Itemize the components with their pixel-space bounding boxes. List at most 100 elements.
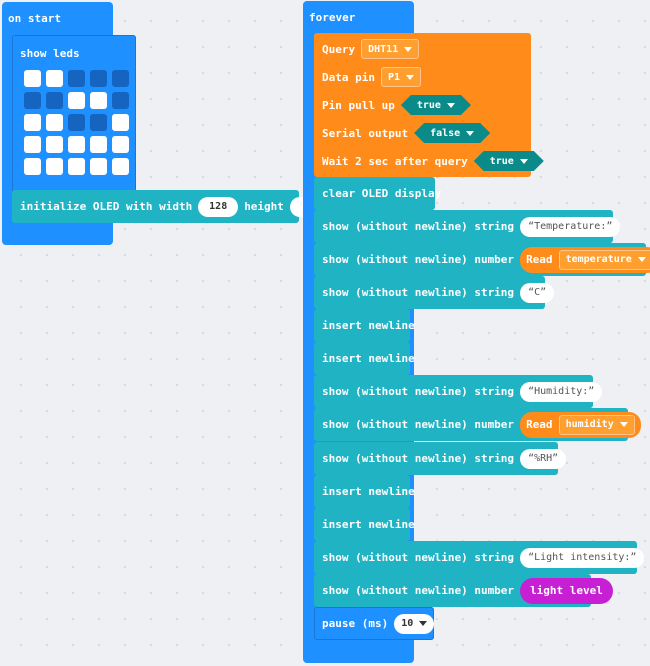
led-cell[interactable]: [112, 136, 129, 153]
led-cell[interactable]: [24, 114, 41, 131]
insert-newline-block[interactable]: insert newline: [314, 309, 415, 342]
led-cell[interactable]: [112, 92, 129, 109]
clear-oled-block[interactable]: clear OLED display: [314, 177, 441, 210]
show-leds-block[interactable]: show leds: [12, 35, 136, 192]
light-level-reporter[interactable]: light level: [520, 577, 613, 604]
show-number-light-block[interactable]: show (without newline) number light leve…: [314, 574, 613, 607]
serial-output-dropdown[interactable]: false: [414, 123, 490, 143]
initialize-oled-block[interactable]: initialize OLED with width 128 height 64: [12, 190, 330, 223]
chevron-down-icon: [419, 621, 428, 626]
led-cell[interactable]: [46, 92, 63, 109]
show-string-label: show (without newline) string: [322, 220, 515, 233]
insert-newline-label: insert newline: [322, 319, 415, 332]
string-rh-input[interactable]: “ %RH”: [520, 448, 567, 469]
string-light-input[interactable]: “Light intensity: ”: [520, 547, 645, 568]
led-cell[interactable]: [46, 70, 63, 87]
temperature-dropdown[interactable]: temperature: [558, 249, 650, 270]
temperature-option: temperature: [565, 254, 632, 265]
data-pin-dropdown[interactable]: P1: [380, 67, 422, 87]
show-string-light-block[interactable]: show (without newline) string “Light int…: [314, 541, 645, 574]
chevron-down-icon: [466, 131, 474, 136]
query-sensor-value: DHT11: [368, 43, 399, 55]
string-c-input[interactable]: “ C”: [520, 282, 555, 303]
insert-newline-block[interactable]: insert newline: [314, 508, 415, 541]
pause-dropdown[interactable]: 10: [394, 613, 435, 634]
string-humidity-input[interactable]: “Humidity: ”: [520, 381, 603, 402]
string-temperature-input[interactable]: “Temperature: ”: [520, 216, 621, 237]
led-cell[interactable]: [112, 158, 129, 175]
dht-query-block[interactable]: Query DHT11 Data pin P1 Pin pull up true…: [314, 33, 531, 177]
insert-newline-label: insert newline: [322, 518, 415, 531]
led-cell[interactable]: [46, 158, 63, 175]
string-rh-value: %RH: [534, 453, 553, 464]
insert-newline-block[interactable]: insert newline: [314, 475, 415, 508]
read-humidity-reporter[interactable]: Read humidity: [520, 411, 641, 438]
serial-output-value: false: [430, 127, 461, 139]
query-label: Query: [322, 42, 356, 56]
show-number-label: show (without newline) number: [322, 584, 515, 597]
show-string-label: show (without newline) string: [322, 452, 515, 465]
string-humidity-value: Humidity:: [534, 386, 589, 397]
light-level-label: light level: [530, 584, 603, 597]
wait-row: Wait 2 sec after query true: [314, 147, 544, 175]
led-cell[interactable]: [90, 114, 107, 131]
query-row: Query DHT11: [314, 35, 420, 63]
pause-value: 10: [401, 618, 414, 629]
led-grid[interactable]: [24, 70, 134, 180]
led-cell[interactable]: [46, 114, 63, 131]
chevron-down-icon: [447, 103, 455, 108]
led-cell[interactable]: [68, 92, 85, 109]
led-cell[interactable]: [112, 70, 129, 87]
show-string-rh-block[interactable]: show (without newline) string “ %RH”: [314, 442, 567, 475]
led-cell[interactable]: [68, 114, 85, 131]
led-cell[interactable]: [24, 92, 41, 109]
chevron-down-icon: [520, 159, 528, 164]
read-label: Read: [526, 253, 553, 266]
humidity-dropdown[interactable]: humidity: [558, 414, 635, 435]
insert-newline-label: insert newline: [322, 485, 415, 498]
read-label: Read: [526, 418, 553, 431]
data-pin-value: P1: [387, 71, 401, 83]
pull-up-dropdown[interactable]: true: [401, 95, 471, 115]
chevron-down-icon: [406, 74, 415, 80]
chevron-down-icon: [619, 422, 628, 427]
show-string-c-block[interactable]: show (without newline) string “ C”: [314, 276, 555, 309]
show-number-humidity-block[interactable]: show (without newline) number Read humid…: [314, 408, 641, 441]
wait-label: Wait 2 sec after query: [322, 154, 468, 168]
pause-block[interactable]: pause (ms) 10: [314, 607, 435, 640]
serial-output-row: Serial output false: [314, 119, 490, 147]
read-temperature-reporter[interactable]: Read temperature: [520, 246, 650, 273]
insert-newline-label: insert newline: [322, 352, 415, 365]
wait-value: true: [489, 155, 514, 167]
query-sensor-dropdown[interactable]: DHT11: [361, 39, 420, 59]
led-cell[interactable]: [90, 92, 107, 109]
led-cell[interactable]: [90, 158, 107, 175]
oled-height-label: height: [244, 200, 284, 213]
on-start-title: on start: [8, 12, 61, 25]
led-cell[interactable]: [90, 70, 107, 87]
string-c-value: C: [534, 287, 541, 298]
led-cell[interactable]: [68, 70, 85, 87]
humidity-option: humidity: [565, 419, 614, 430]
show-string-humidity-block[interactable]: show (without newline) string “Humidity:…: [314, 375, 603, 408]
led-cell[interactable]: [24, 70, 41, 87]
on-start-block[interactable]: on start show leds: [2, 2, 136, 245]
led-cell[interactable]: [68, 158, 85, 175]
data-pin-row: Data pin P1: [314, 63, 422, 91]
led-cell[interactable]: [24, 158, 41, 175]
led-cell[interactable]: [46, 136, 63, 153]
pull-up-label: Pin pull up: [322, 98, 395, 112]
led-cell[interactable]: [112, 114, 129, 131]
string-temperature-value: Temperature:: [534, 221, 607, 232]
led-cell[interactable]: [68, 136, 85, 153]
show-number-temperature-block[interactable]: show (without newline) number Read tempe…: [314, 243, 650, 276]
show-string-temperature-block[interactable]: show (without newline) string “Temperatu…: [314, 210, 621, 243]
wait-dropdown[interactable]: true: [474, 151, 544, 171]
insert-newline-block[interactable]: insert newline: [314, 342, 415, 375]
show-leds-label: show leds: [20, 47, 80, 60]
led-cell[interactable]: [24, 136, 41, 153]
led-cell[interactable]: [90, 136, 107, 153]
pause-label: pause (ms): [322, 617, 389, 630]
pull-up-value: true: [416, 99, 441, 111]
oled-width-input[interactable]: 128: [198, 196, 239, 217]
